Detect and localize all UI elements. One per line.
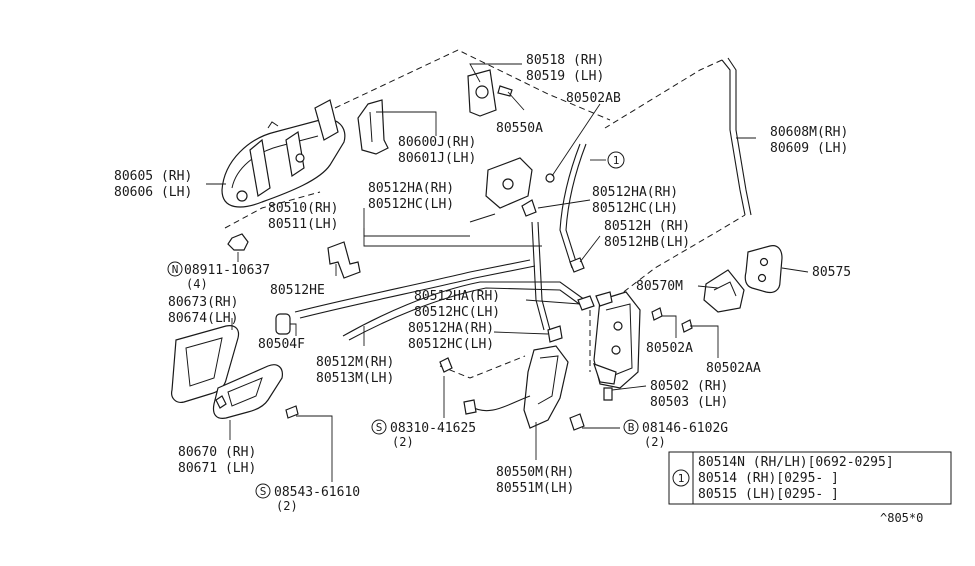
label-80609: 80609 (LH) (770, 141, 848, 156)
label-80512hb: 80512HB(LH) (604, 235, 690, 250)
label-08310: 08310-41625 (390, 421, 476, 436)
label-08911-qty: (4) (186, 277, 208, 291)
label-80502a: 80502A (646, 341, 693, 356)
svg-text:N: N (172, 263, 179, 276)
inside-door-handle (212, 364, 299, 419)
lock-rods (294, 57, 752, 341)
label-80570m: 80570M (636, 279, 683, 294)
bolt-symbol-b: B (623, 419, 639, 435)
label-80512hc-low: 80512HC(LH) (408, 337, 494, 352)
diagram-code: ^805*0 (880, 511, 923, 525)
handle-bushing (275, 313, 291, 335)
legend-row: 80514N (RH/LH)[0692-0295] (698, 455, 894, 470)
label-80551m: 80551M(LH) (496, 481, 574, 496)
label-80671: 80671 (LH) (178, 461, 256, 476)
label-08310-qty: (2) (392, 435, 414, 449)
rod-clip (327, 241, 361, 279)
label-80512ha-mid: 80512HA(RH) (414, 289, 500, 304)
label-80550a: 80550A (496, 121, 543, 136)
label-80670: 80670 (RH) (178, 445, 256, 460)
svg-text:B: B (628, 421, 635, 434)
label-80600j: 80600J(RH) (398, 135, 476, 150)
hex-nut (227, 233, 249, 251)
label-80502: 80502 (RH) (650, 379, 728, 394)
svg-text:1: 1 (613, 154, 620, 167)
inside-handle-escutcheon (171, 325, 240, 403)
label-80513m: 80513M(LH) (316, 371, 394, 386)
label-80674: 80674(LH) (168, 311, 238, 326)
label-80510: 80510(RH) (268, 201, 338, 216)
reference-marker-one: 1 (607, 151, 625, 169)
label-80550m: 80550M(RH) (496, 465, 574, 480)
label-08146: 08146-6102G (642, 421, 728, 436)
label-80518: 80518 (RH) (526, 53, 604, 68)
label-80504f: 80504F (258, 337, 305, 352)
svg-text:1: 1 (678, 472, 685, 485)
screw-symbol-s-lower: S (255, 483, 271, 499)
label-08543: 08543-61610 (274, 485, 360, 500)
legend-row: 80514 (RH)[0295- ] (698, 471, 839, 486)
label-08543-qty: (2) (276, 499, 298, 513)
label-80503: 80503 (LH) (650, 395, 728, 410)
striker-shim (744, 245, 783, 294)
label-80512he: 80512HE (270, 283, 325, 298)
legend-row: 80515 (LH)[0295- ] (698, 487, 839, 502)
screw-symbol-s-upper: S (371, 419, 387, 435)
table-reference-marker-one: 1 (672, 469, 690, 487)
circled-markers: N S B S 1 (167, 151, 639, 499)
label-80512hc-mid: 80512HC(LH) (414, 305, 500, 320)
label-80601j: 80601J(LH) (398, 151, 476, 166)
label-80606: 80606 (LH) (114, 185, 192, 200)
label-80512hc-top: 80512HC(LH) (368, 197, 454, 212)
door-lock-actuator (485, 157, 555, 217)
label-80511: 80511(LH) (268, 217, 338, 232)
label-80502aa: 80502AA (706, 361, 761, 376)
key-cylinder (467, 69, 513, 117)
label-80519: 80519 (LH) (526, 69, 604, 84)
label-08911: 08911-10637 (184, 263, 270, 278)
label-80512m: 80512M(RH) (316, 355, 394, 370)
label-08146-qty: (2) (644, 435, 666, 449)
label-80608m: 80608M(RH) (770, 125, 848, 140)
label-80512ha-right: 80512HA(RH) (592, 185, 678, 200)
door-striker (651, 269, 745, 333)
handle-bracket (357, 99, 389, 155)
label-80575: 80575 (812, 265, 851, 280)
label-80512ha-low: 80512HA(RH) (408, 321, 494, 336)
leader-lines (206, 63, 809, 482)
remote-control-assembly (439, 345, 585, 431)
outside-door-handle (221, 99, 346, 208)
label-80512ha-top: 80512HA(RH) (368, 181, 454, 196)
door-outline-dashed (224, 49, 746, 379)
label-80605: 80605 (RH) (114, 169, 192, 184)
label-80512hc-right: 80512HC(LH) (592, 201, 678, 216)
label-80512h: 80512H (RH) (604, 219, 690, 234)
nut-symbol-n: N (167, 261, 183, 277)
svg-text:S: S (260, 485, 267, 498)
part-labels: 80518 (RH) 80519 (LH) 80502AB 80550A 806… (114, 53, 851, 513)
label-80502ab: 80502AB (566, 91, 621, 106)
svg-text:S: S (376, 421, 383, 434)
label-80673: 80673(RH) (168, 295, 238, 310)
legend-table: 1 80514N (RH/LH)[0692-0295] 80514 (RH)[0… (668, 451, 952, 505)
